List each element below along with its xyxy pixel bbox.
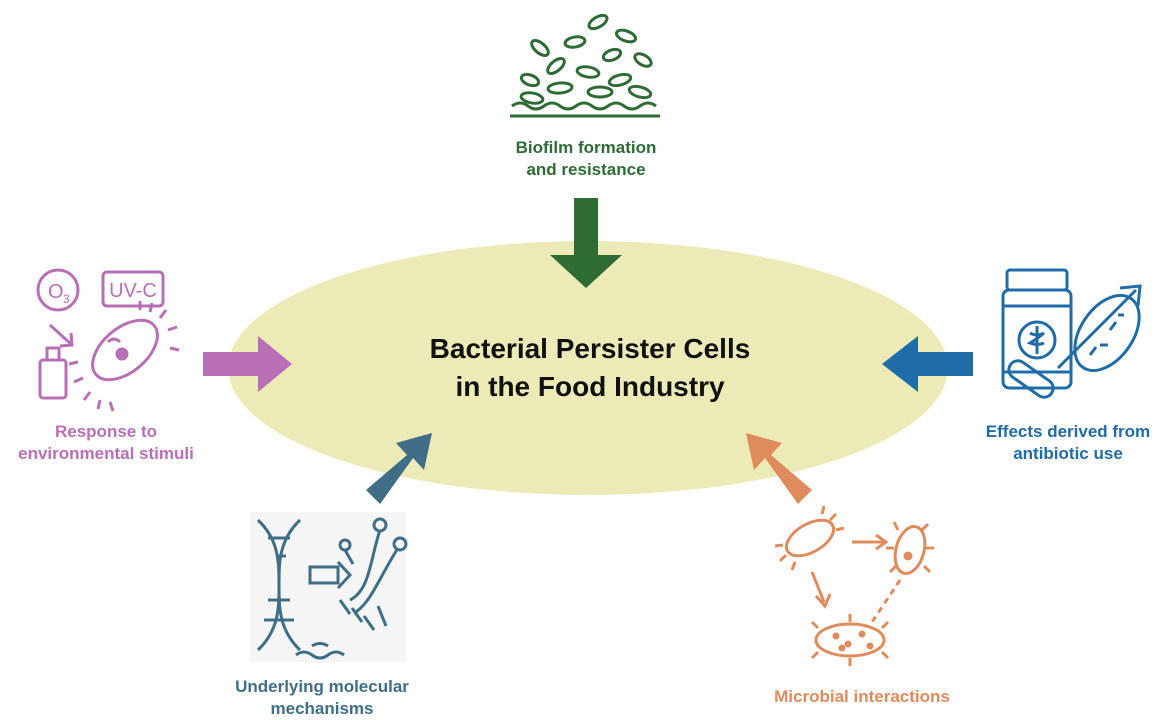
center-title-line1: Bacterial Persister Cells [429,333,751,364]
ozone-subscript: 3 [63,292,70,306]
arrow-environmental [203,336,292,392]
arrow-microbial [746,433,812,504]
biofilm-label-line2: and resistance [526,160,646,179]
bacterium-icon [893,525,927,575]
environmental-label-line2: environmental stimuli [18,444,194,463]
microbial-label: Microbial interactions [752,686,972,708]
center-ellipse [228,241,948,495]
increase-arrow [1056,288,1138,370]
arrow-antibiotic [882,336,973,392]
antibiotic-label: Effects derived from antibiotic use [970,421,1166,465]
bottle-icon [38,358,68,400]
uvc-icon [101,270,165,308]
ozone-icon [36,268,80,312]
molecular-label: Underlying molecular mechanisms [214,676,430,720]
bacterium-icon [784,518,836,558]
bacteria-interaction-icon [774,505,934,666]
antibiotic-label-line1: Effects derived from [985,422,1151,441]
biofilm-icon [510,13,660,118]
ozone-label: O [48,281,64,303]
bacterium-icon [91,318,159,382]
medicine-bottle-bacterium-icon [1001,268,1142,399]
molecular-label-line1: Underlying molecular [235,677,409,696]
antibiotic-label-line2: antibiotic use [1013,444,1123,463]
biofilm-label-line1: Biofilm formation [515,138,657,157]
center-title: Bacterial Persister Cells in the Food In… [330,330,850,406]
environmental-label: Response to environmental stimuli [0,421,212,465]
arrow-molecular [366,433,432,504]
biofilm-label: Biofilm formation and resistance [486,137,686,181]
dna-mutation-icon [250,512,408,662]
bacterium-icon [814,622,886,658]
pill-icon [1007,359,1055,399]
environmental-label-line1: Response to [54,422,158,441]
microbial-label-line1: Microbial interactions [774,687,950,706]
molecular-label-line2: mechanisms [270,699,374,718]
center-title-line2: in the Food Industry [455,371,725,402]
bacterium-icon [1073,294,1141,372]
uvc-label: UV-C [109,280,157,302]
arrow-biofilm [550,198,622,288]
bacterium-ozone-uvc-icon [36,268,180,412]
